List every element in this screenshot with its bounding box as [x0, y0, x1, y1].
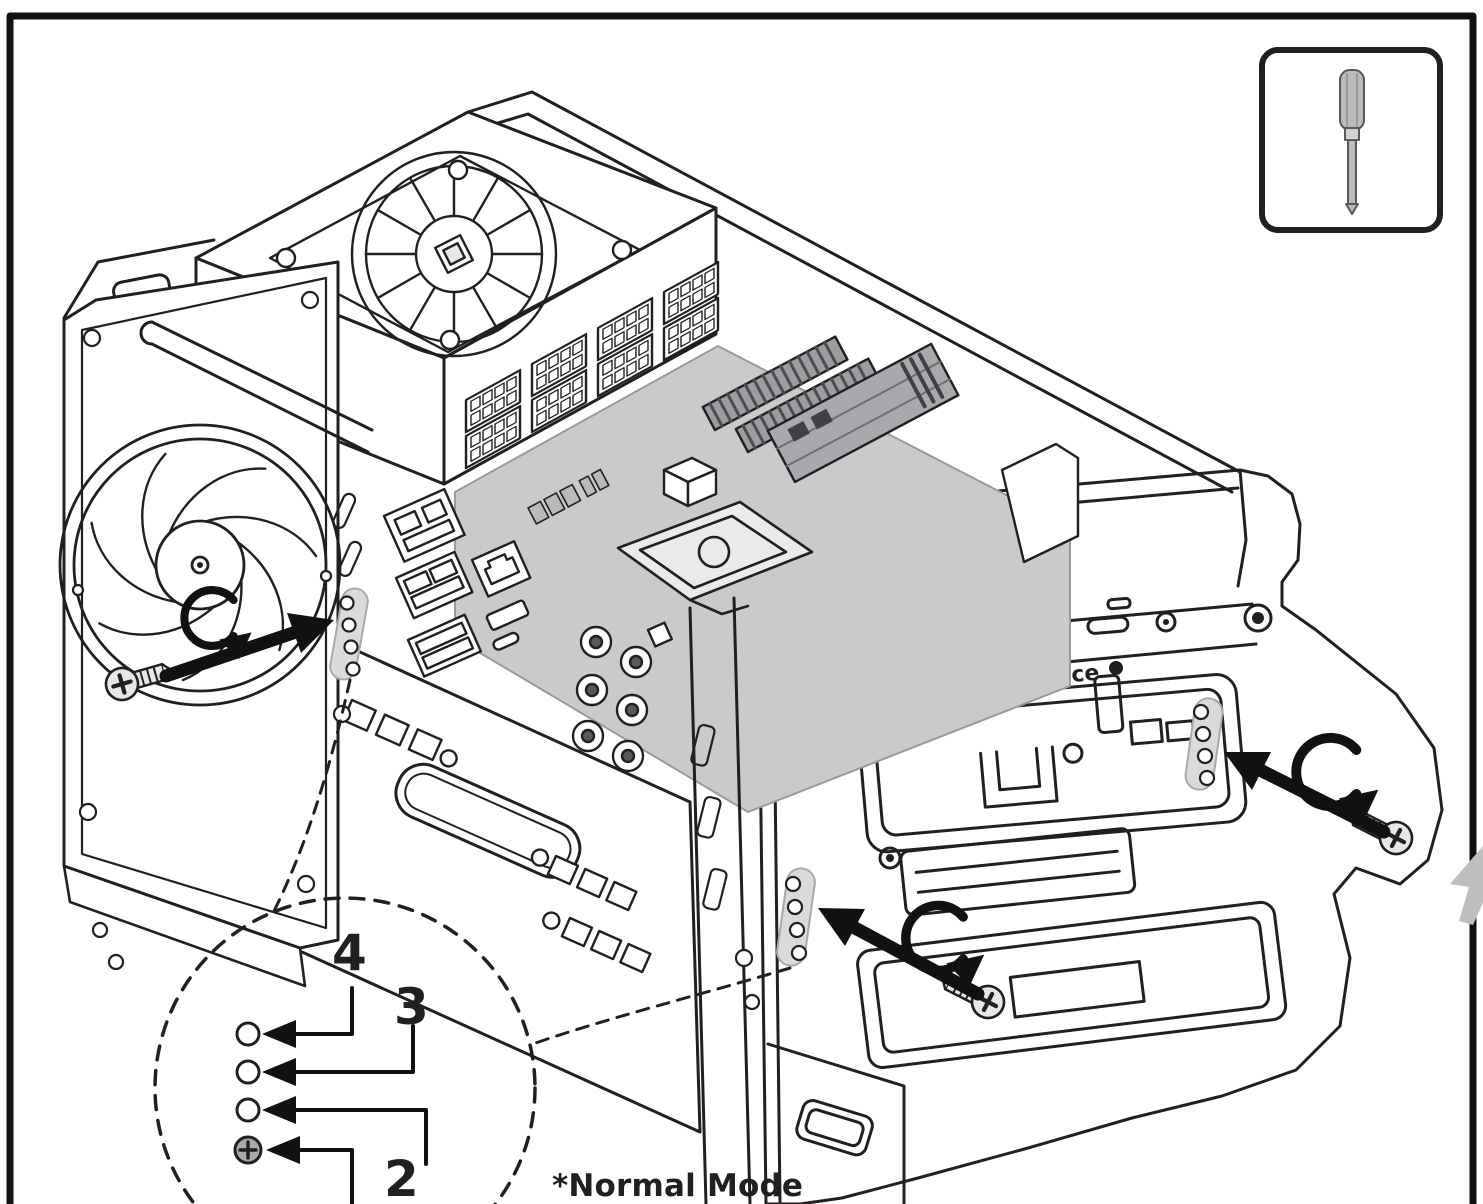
- screw-hole-strip-middle: [776, 867, 816, 967]
- front-fan-panel: [58, 260, 342, 988]
- fan-icon: [58, 423, 342, 707]
- bottom-front-face: [300, 492, 761, 1204]
- psu-fan-grille: [268, 150, 642, 358]
- front-slot-cutout: [394, 762, 582, 879]
- motherboard: [454, 335, 1080, 813]
- dashed-leader-line-right: [528, 966, 792, 1047]
- panel-mount-holes: [71, 290, 333, 894]
- cursor-artifact: [1450, 846, 1483, 925]
- screwdriver-icon: [1339, 69, 1365, 215]
- callout-connectors: [294, 986, 428, 1204]
- io-shield-bracket: [1000, 442, 1080, 564]
- page-border: [6, 12, 1477, 1204]
- direction-arrow-left: [159, 625, 303, 683]
- tool-legend-box: [1259, 47, 1443, 233]
- chipset-block: [662, 456, 718, 508]
- bottom-tray: [856, 900, 1288, 1070]
- dashed-leader-line-left: [270, 678, 352, 917]
- callout-label-4: 4: [332, 924, 367, 982]
- callout-label-2: 2: [384, 1150, 419, 1204]
- drive-bracket: [899, 827, 1137, 917]
- callout-label-3: 3: [394, 978, 429, 1036]
- cooler-block: [766, 342, 960, 484]
- magnifier-detail: [153, 678, 792, 1204]
- screw-hole-strip-right: [1184, 697, 1224, 791]
- front-foot: [766, 1042, 906, 1204]
- caption-normal-mode: *Normal Mode: [552, 1168, 804, 1204]
- top-strut: [139, 320, 374, 454]
- fastening-annotations: [102, 590, 1417, 1023]
- header-pins: [527, 468, 610, 525]
- screw-hole-strip-left: [329, 587, 369, 681]
- audio-jacks: [571, 625, 653, 773]
- callout-arrowheads: [262, 1020, 300, 1164]
- magnifier-dashed-circle: [153, 896, 537, 1204]
- rear-io-panel: [382, 487, 673, 773]
- cpu-socket: [616, 500, 814, 616]
- ethernet-port: [470, 540, 532, 598]
